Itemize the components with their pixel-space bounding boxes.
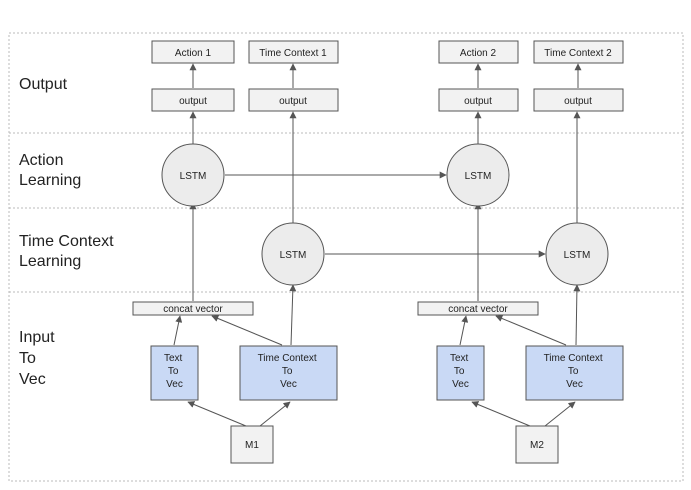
row-label-time-line1: Time Context [19, 233, 114, 250]
concat-vector-2-label: concat vector [448, 304, 508, 315]
action1-label: Action 1 [175, 48, 212, 59]
time-context1-node: Time Context 1 [248, 40, 339, 64]
output-box-4-label: output [564, 96, 592, 107]
text-to-vec-2-line2: To [454, 366, 465, 377]
output-box-2-label: output [279, 96, 307, 107]
text-to-vec-2-label: Text To Vec [450, 353, 471, 390]
edge-time-vec2-lstm2 [573, 284, 581, 346]
time-context2-node: Time Context 2 [533, 40, 624, 64]
action1-node: Action 1 [151, 40, 235, 64]
row-label-input: Input To Vec [19, 329, 59, 388]
concat-vector-1-label: concat vector [163, 304, 223, 315]
concat-vector-2: concat vector [417, 301, 539, 316]
edge-text-vec-concat1 [173, 315, 183, 346]
edge-m1-time-vec [259, 401, 291, 427]
row-label-action: Action Learning [19, 152, 81, 189]
output-box-1: output [151, 88, 235, 112]
edge-time-vec-concat1 [211, 315, 283, 346]
lstm-time-1: LSTM [261, 222, 325, 286]
text-to-vec-1-label: Text To Vec [164, 353, 185, 390]
time-context-to-vec-2-line3: Vec [566, 379, 583, 390]
action2-node: Action 2 [438, 40, 519, 64]
message-m1: M1 [230, 425, 274, 464]
time-context2-label: Time Context 2 [544, 48, 612, 59]
output-box-3: output [438, 88, 519, 112]
concat-vector-1: concat vector [132, 301, 254, 316]
row-label-time: Time Context Learning [19, 233, 118, 270]
row-label-input-line1: Input [19, 329, 55, 346]
time-context-to-vec-1-line1: Time Context [258, 353, 317, 364]
message-m2-label: M2 [530, 440, 544, 451]
row-label-time-line2: Learning [19, 253, 81, 270]
message-m1-label: M1 [245, 440, 259, 451]
text-to-vec-1: Text To Vec [150, 345, 199, 401]
lstm-time-2: LSTM [545, 222, 609, 286]
lstm-action-1-label: LSTM [180, 171, 207, 182]
row-label-input-line3: Vec [19, 371, 46, 388]
edge-m2-text-vec [471, 401, 531, 427]
time-context-to-vec-2-label: Time Context To Vec [544, 353, 606, 390]
diagram-frame [8, 32, 684, 482]
time-context-to-vec-1-label: Time Context To Vec [258, 353, 320, 390]
text-to-vec-2: Text To Vec [436, 345, 485, 401]
lstm-time-2-label: LSTM [564, 250, 591, 261]
output-box-1-label: output [179, 96, 207, 107]
edge-time-vec-concat2 [495, 315, 567, 346]
text-to-vec-1-line1: Text [164, 353, 183, 364]
lstm-time-1-label: LSTM [280, 250, 307, 261]
output-box-2: output [248, 88, 339, 112]
time-context-to-vec-2: Time Context To Vec [525, 345, 624, 401]
edge-text-vec-concat2 [459, 315, 469, 346]
row-label-input-line2: To [19, 350, 36, 367]
lstm-action-2-label: LSTM [465, 171, 492, 182]
time-context-to-vec-1: Time Context To Vec [239, 345, 338, 401]
edge-m2-time-vec [544, 401, 576, 427]
lstm-action-2: LSTM [446, 143, 510, 207]
text-to-vec-2-line3: Vec [452, 379, 469, 390]
output-box-3-label: output [464, 96, 492, 107]
edge-time-vec-lstm1 [289, 284, 297, 346]
row-label-output-line: Output [19, 76, 68, 93]
row-label-output: Output [19, 76, 68, 93]
edge-m1-text-vec [187, 401, 247, 427]
output-box-4: output [533, 88, 624, 112]
message-m2: M2 [515, 425, 559, 464]
lstm-action-1: LSTM [161, 143, 225, 207]
time-context-to-vec-2-line2: To [568, 366, 579, 377]
connectors [173, 63, 582, 427]
time-context-to-vec-2-line1: Time Context [544, 353, 603, 364]
time-context-to-vec-1-line2: To [282, 366, 293, 377]
text-to-vec-2-line1: Text [450, 353, 469, 364]
row-label-action-line1: Action [19, 152, 63, 169]
text-to-vec-1-line2: To [168, 366, 179, 377]
row-label-action-line2: Learning [19, 172, 81, 189]
action2-label: Action 2 [460, 48, 497, 59]
time-context-to-vec-1-line3: Vec [280, 379, 297, 390]
text-to-vec-1-line3: Vec [166, 379, 183, 390]
time-context1-label: Time Context 1 [259, 48, 327, 59]
